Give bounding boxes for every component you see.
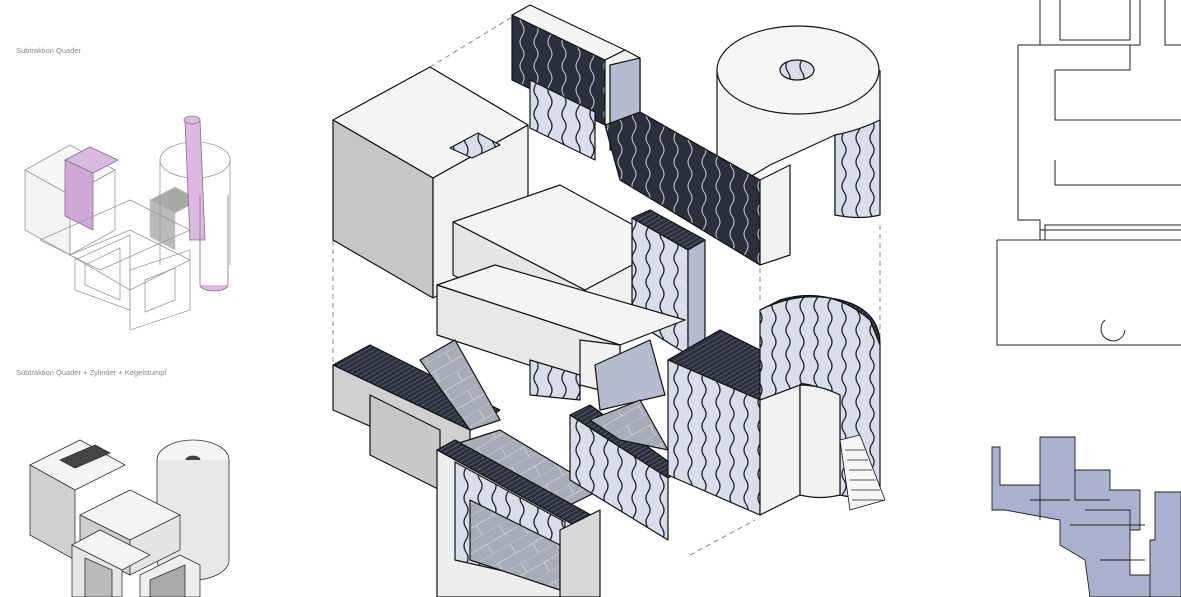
exploded-axonometric xyxy=(332,4,886,597)
floor-plan-filled xyxy=(991,436,1181,597)
label-subtraction-cuboid: Subtraktion Quader xyxy=(16,46,82,55)
floor-plan-outline xyxy=(996,0,1181,346)
label-subtraction-combined: Subtraktion Quader + Zylinder + Kegelstu… xyxy=(16,368,167,377)
subtraction-combined-diagram xyxy=(29,439,230,597)
stairs xyxy=(839,434,886,511)
subtraction-cuboid-diagram xyxy=(24,115,231,331)
dashed-guides xyxy=(332,16,881,556)
